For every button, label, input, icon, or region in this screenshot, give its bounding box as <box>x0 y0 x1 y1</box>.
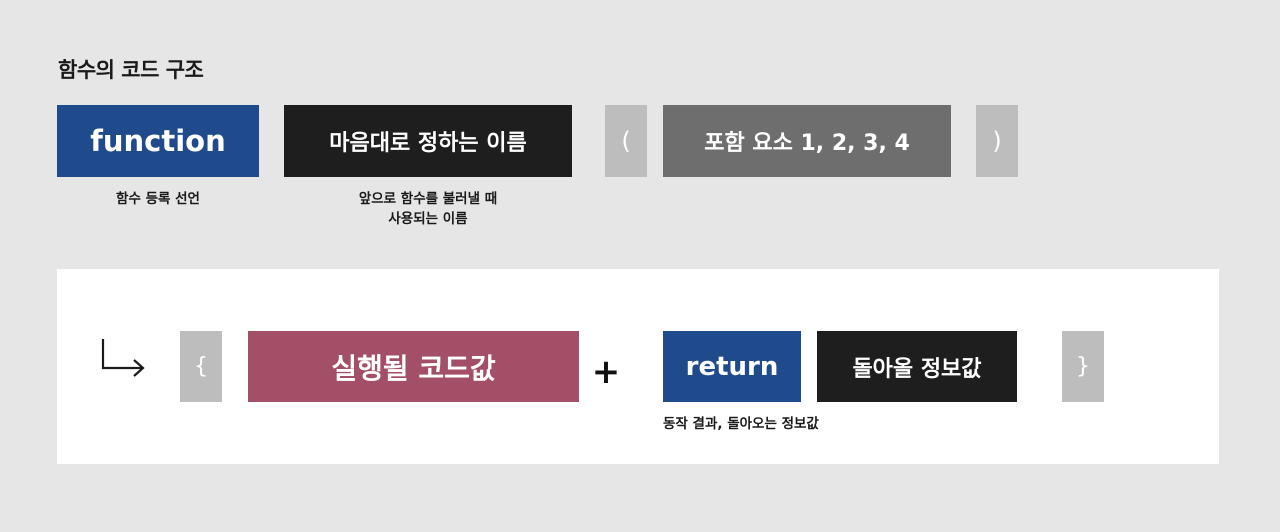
function-name-box: 마음대로 정하는 이름 <box>284 105 572 177</box>
brace-open-box: { <box>180 331 222 402</box>
paren-open-box: ( <box>605 105 647 177</box>
return-value-label: 돌아올 정보값 <box>852 356 982 382</box>
function-keyword-box: function <box>57 105 259 177</box>
down-right-arrow-icon <box>101 339 145 377</box>
function-caption: 함수 등록 선언 <box>57 189 259 209</box>
paren-close-label: ) <box>992 127 1002 155</box>
function-keyword-label: function <box>90 124 226 158</box>
brace-close-label: } <box>1076 354 1090 379</box>
function-body-panel <box>57 269 1219 464</box>
paren-close-box: ) <box>976 105 1018 177</box>
page-title: 함수의 코드 구조 <box>58 58 204 82</box>
plus-sign: + <box>591 352 621 392</box>
return-keyword-label: return <box>685 351 779 382</box>
code-body-box: 실행될 코드값 <box>248 331 579 402</box>
code-body-label: 실행될 코드값 <box>331 351 496 385</box>
params-box: 포함 요소 1, 2, 3, 4 <box>663 105 951 177</box>
function-name-caption-line1: 앞으로 함수를 불러낼 때 <box>358 191 498 207</box>
paren-open-label: ( <box>621 127 631 155</box>
function-name-caption-line2: 사용되는 이름 <box>388 211 468 227</box>
return-caption-text: 동작 결과, 돌아오는 정보값 <box>663 416 819 432</box>
return-keyword-box: return <box>663 331 801 402</box>
function-name-label: 마음대로 정하는 이름 <box>329 131 527 156</box>
return-value-box: 돌아올 정보값 <box>817 331 1017 402</box>
brace-open-label: { <box>194 354 208 379</box>
brace-close-box: } <box>1062 331 1104 402</box>
params-label: 포함 요소 1, 2, 3, 4 <box>704 131 910 156</box>
function-name-caption: 앞으로 함수를 불러낼 때 사용되는 이름 <box>284 189 572 229</box>
return-caption: 동작 결과, 돌아오는 정보값 <box>663 414 853 434</box>
function-caption-text: 함수 등록 선언 <box>116 191 200 207</box>
